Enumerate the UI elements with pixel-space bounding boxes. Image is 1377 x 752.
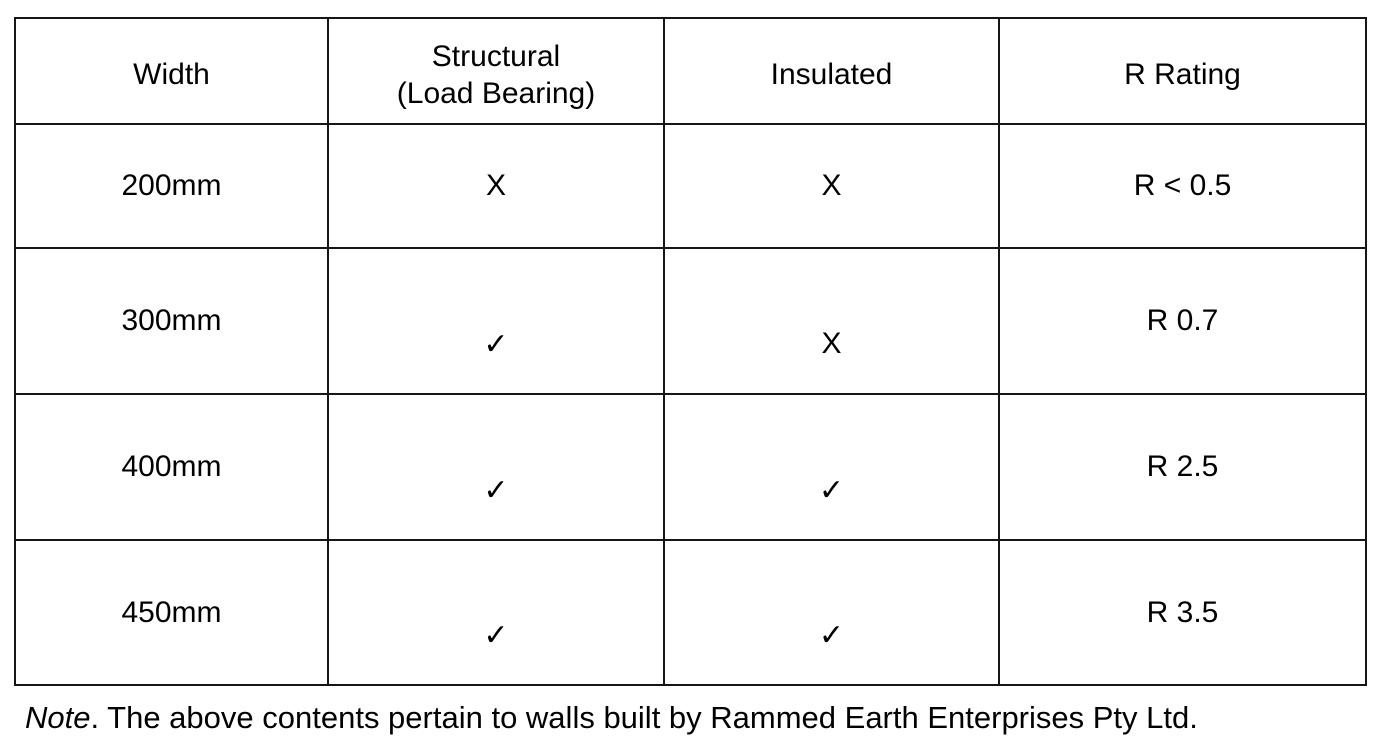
cell-insulated-450mm: ✓ <box>663 539 1000 686</box>
cell-insulated-400mm: ✓ <box>663 393 1000 541</box>
rating-value: R < 0.5 <box>1133 169 1232 202</box>
table-row-300mm: 300mm ✓ X R 0.7 <box>14 247 1367 395</box>
check-mark: ✓ <box>818 619 845 652</box>
table-row-200mm: 200mm X X R < 0.5 <box>14 123 1367 249</box>
cell-rating-200mm: R < 0.5 <box>998 123 1367 249</box>
width-value: 300mm <box>121 304 222 337</box>
cell-width-300mm: 300mm <box>14 247 329 395</box>
cell-rating-400mm: R 2.5 <box>998 393 1367 541</box>
header-cell-structural: Structural (Load Bearing) <box>327 17 665 125</box>
cell-width-200mm: 200mm <box>14 123 329 249</box>
header-cell-insulated: Insulated <box>663 17 1000 125</box>
cell-insulated-200mm: X <box>663 123 1000 249</box>
x-mark: X <box>821 327 842 360</box>
cell-width-450mm: 450mm <box>14 539 329 686</box>
wall-specifications-table: Width Structural (Load Bearing) Insulate… <box>14 17 1367 686</box>
cell-rating-450mm: R 3.5 <box>998 539 1367 686</box>
check-mark: ✓ <box>483 619 509 652</box>
cell-rating-300mm: R 0.7 <box>998 247 1367 395</box>
cell-structural-200mm: X <box>327 123 665 249</box>
note-text: . The above contents pertain to walls bu… <box>90 700 1198 735</box>
rating-value: R 0.7 <box>1146 304 1219 337</box>
note-lead-italic: Note <box>25 700 91 735</box>
cell-structural-400mm: ✓ <box>327 393 665 541</box>
rating-value: R 2.5 <box>1146 450 1219 483</box>
header-cell-r-rating: R Rating <box>998 17 1367 125</box>
width-value: 450mm <box>121 595 222 629</box>
table-row-450mm: 450mm ✓ ✓ R 3.5 <box>14 539 1367 686</box>
table-row-400mm: 400mm ✓ ✓ R 2.5 <box>14 393 1367 541</box>
header-cell-width: Width <box>14 17 329 125</box>
check-mark: ✓ <box>483 327 509 361</box>
x-mark: X <box>485 169 506 202</box>
check-mark: ✓ <box>483 473 509 507</box>
x-mark: X <box>821 169 842 202</box>
check-mark: ✓ <box>818 473 845 507</box>
width-value: 200mm <box>121 169 222 202</box>
cell-structural-450mm: ✓ <box>327 539 665 686</box>
rating-value: R 3.5 <box>1146 595 1219 629</box>
table-note: Note. The above contents pertain to wall… <box>25 698 1198 738</box>
cell-structural-300mm: ✓ <box>327 247 665 395</box>
cell-width-400mm: 400mm <box>14 393 329 541</box>
cell-insulated-300mm: X <box>663 247 1000 395</box>
header-row: Width Structural (Load Bearing) Insulate… <box>14 17 1367 125</box>
width-value: 400mm <box>121 450 222 483</box>
